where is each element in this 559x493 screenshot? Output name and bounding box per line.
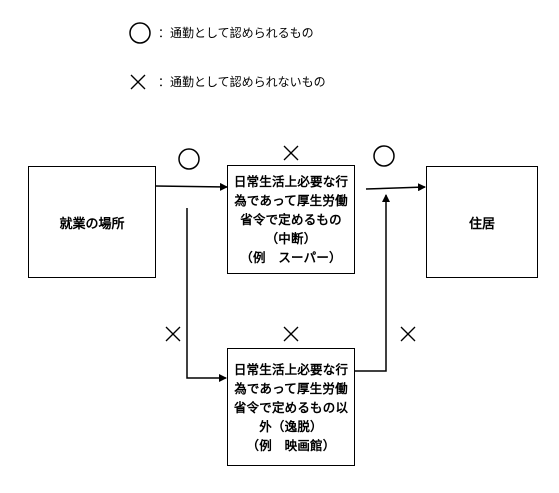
deviation-line-2: 為であって厚生労働: [234, 380, 348, 396]
deviation-line-4: 外（逸脱）: [259, 418, 323, 434]
interruption-line-3: 省令で定めるもの: [240, 212, 342, 227]
legend-circle-icon: [129, 22, 151, 44]
workplace-label: 就業の場所: [59, 216, 125, 232]
interruption-line-1: 日常生活上必要な行: [233, 174, 349, 189]
cross-mark-workplace-to-deviation: [165, 326, 181, 342]
arrow-workplace-to-deviation: [186, 208, 227, 382]
cross-mark-during-deviation: [283, 326, 299, 342]
circle-mark-workplace-to-interruption: [178, 148, 200, 170]
arrow-deviation-to-residence: [355, 194, 390, 372]
deviation-text: 日常生活上必要な行 為であって厚生労働 省令で定めるもの以 外（逸脱） （例 映…: [234, 360, 348, 455]
circle-mark-interruption-to-residence: [373, 145, 395, 167]
deviation-line-5: （例 映画館）: [246, 437, 336, 453]
interruption-text: 日常生活上必要な行 為であって厚生労働 省令で定めるもの （中断） （例 スーパ…: [234, 172, 348, 267]
residence-box: 住居: [426, 166, 538, 278]
deviation-line-3: 省令で定めるもの以: [233, 399, 349, 415]
interruption-line-5: （例 スーパー）: [240, 250, 342, 265]
arrow-interruption-to-residence: [365, 183, 426, 192]
deviation-box: 日常生活上必要な行 為であって厚生労働 省令で定めるもの以 外（逸脱） （例 映…: [227, 348, 355, 466]
interruption-line-4: （中断）: [265, 231, 317, 246]
interruption-box: 日常生活上必要な行 為であって厚生労働 省令で定めるもの （中断） （例 スーパ…: [227, 165, 355, 274]
legend-cross-icon: [130, 74, 146, 90]
residence-label: 住居: [468, 216, 495, 232]
legend-circle-text: ：通勤として認められるもの: [158, 26, 314, 40]
deviation-line-1: 日常生活上必要な行: [233, 361, 349, 377]
workplace-box: 就業の場所: [28, 166, 156, 278]
interruption-line-2: 為であって厚生労働: [234, 193, 348, 208]
legend-cross-text: ：通勤として認められないもの: [158, 75, 326, 89]
arrow-workplace-to-interruption: [154, 182, 228, 191]
cross-mark-deviation-to-residence: [400, 326, 416, 342]
cross-mark-during-interruption: [283, 145, 299, 161]
